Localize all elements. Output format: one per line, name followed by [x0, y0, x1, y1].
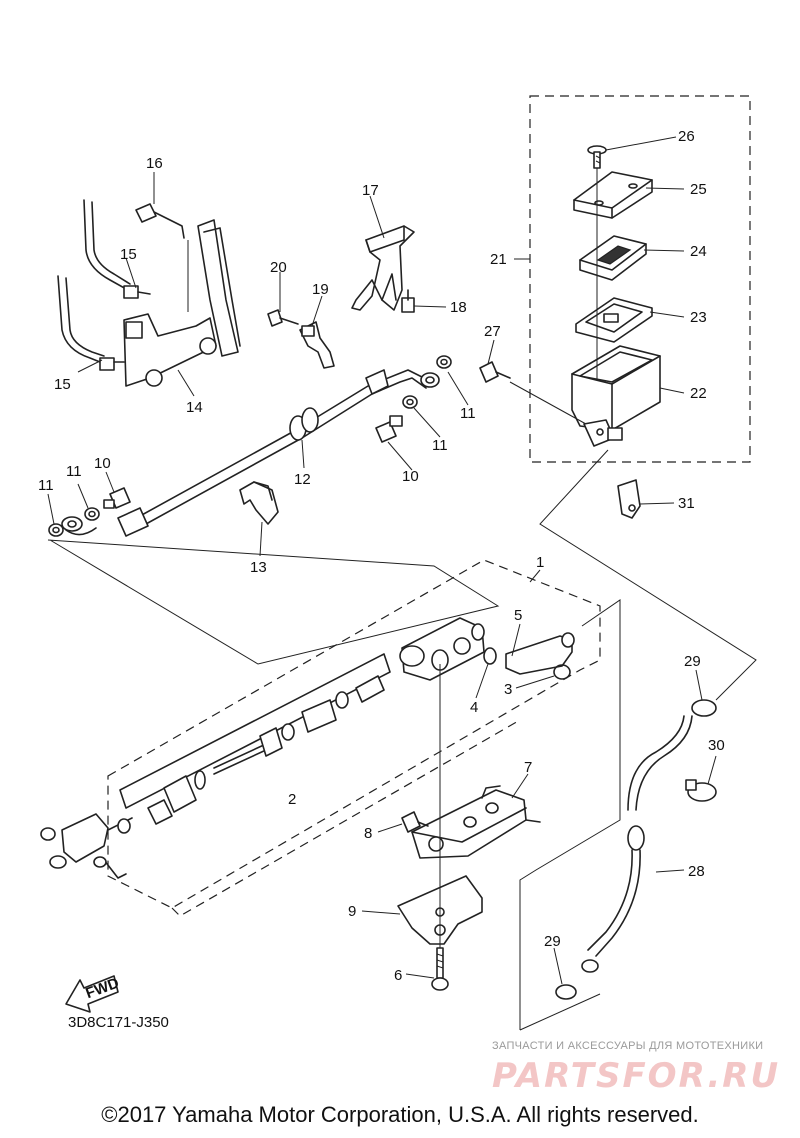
part-12-grommet: [289, 407, 319, 441]
brake-hose: [61, 369, 440, 537]
callout-2: 2: [288, 791, 296, 808]
part-19-bracket: [299, 321, 335, 369]
part-6-bolt: [431, 947, 449, 991]
part-20-bolt: [267, 309, 299, 327]
callout-15-lower: 15: [54, 376, 71, 393]
fwd-arrow-icon: FWD: [65, 975, 121, 1013]
callout-22: 22: [690, 385, 707, 402]
callout-23: 23: [690, 309, 707, 326]
callout-9: 9: [348, 903, 356, 920]
part-8-bolt: [401, 811, 429, 833]
part-13-clamp: [239, 481, 279, 525]
callout-7: 7: [524, 759, 532, 776]
callout-11-b: 11: [66, 463, 82, 480]
callout-25: 25: [690, 181, 707, 198]
part-17-clip: [351, 225, 415, 311]
part-7-bracket: [411, 785, 541, 859]
part-23-diaphragm: [575, 297, 653, 343]
callout-20: 20: [270, 259, 287, 276]
watermark-logo: PARTSFOR.RU: [492, 1056, 781, 1096]
callout-1: 1: [536, 554, 544, 571]
callout-29-lower: 29: [544, 933, 561, 950]
leader-lines: [47, 136, 717, 985]
part-28-hose: [581, 715, 693, 973]
part-4-oring: [483, 647, 497, 665]
part-30-clamp: [685, 779, 717, 802]
callout-11-d: 11: [432, 437, 448, 454]
hose-outline-left: [519, 599, 621, 1030]
part-11-washer-c: [436, 355, 452, 369]
callout-31: 31: [678, 495, 695, 512]
part-10-bolt-b: [375, 415, 403, 443]
group-box-edge: [171, 719, 521, 917]
watermark-text: ЗАПЧАСТИ И АКСЕССУАРЫ ДЛЯ МОТОТЕХНИКИ: [492, 1040, 764, 1052]
callout-4: 4: [470, 699, 478, 716]
part-11-washer-d: [402, 395, 418, 409]
callout-30: 30: [708, 737, 725, 754]
hose-routing-outline: [47, 539, 500, 665]
callout-16: 16: [146, 155, 163, 172]
callout-13: 13: [250, 559, 267, 576]
callout-18: 18: [450, 299, 467, 316]
reservoir-group-box: [529, 95, 751, 463]
part-29-clamp-upper: [691, 699, 717, 717]
part-15-cable-upper: [83, 199, 151, 299]
part-24-plate: [579, 235, 647, 281]
part-16-bolt: [135, 203, 189, 312]
callout-15-upper: 15: [120, 246, 137, 263]
part-29-clamp-lower: [555, 984, 577, 1000]
part-14-bracket: [123, 219, 241, 387]
part-26-screw: [587, 145, 607, 169]
part-15-cable-lower: [57, 275, 125, 371]
pushrod-clevis: [40, 813, 133, 879]
hose-routing-right: [539, 449, 757, 701]
callout-11-a: 11: [38, 477, 54, 494]
callout-26: 26: [678, 128, 695, 145]
callout-19: 19: [312, 281, 329, 298]
callout-11-c: 11: [460, 405, 476, 422]
part-2-kit: [119, 653, 391, 825]
callout-8: 8: [364, 825, 372, 842]
part-27-bolt: [479, 361, 587, 425]
callout-12: 12: [294, 471, 311, 488]
callout-14: 14: [186, 399, 203, 416]
part-3-circlip: [553, 664, 571, 680]
callout-24: 24: [690, 243, 707, 260]
callout-3: 3: [504, 681, 512, 698]
callout-17: 17: [362, 182, 379, 199]
diagram-code: 3D8C171-J350: [68, 1014, 169, 1031]
part-18-screw: [401, 289, 415, 313]
part-25-cap: [573, 171, 653, 219]
master-cylinder-group-box: [107, 559, 601, 909]
master-cylinder-body: [399, 617, 485, 681]
copyright-notice: ©2017 Yamaha Motor Corporation, U.S.A. A…: [101, 1102, 699, 1127]
callout-10-b: 10: [402, 468, 419, 485]
callout-28: 28: [688, 863, 705, 880]
part-22-reservoir: [571, 345, 661, 447]
part-31-clip: [617, 479, 641, 519]
hose-outline-bottom: [519, 993, 601, 1031]
callouts: 16 15 15 14 17 18 20 19 21 26 25 24 23 2…: [38, 128, 725, 984]
callout-27: 27: [484, 323, 501, 340]
callout-29-upper: 29: [684, 653, 701, 670]
callout-5: 5: [514, 607, 522, 624]
callout-21: 21: [490, 251, 507, 268]
part-11-washer-b: [84, 507, 100, 521]
part-5-fitting: [505, 632, 575, 675]
part-10-bolt-a: [103, 487, 131, 509]
callout-6: 6: [394, 967, 402, 984]
callout-10-a: 10: [94, 455, 111, 472]
part-11-washer-a: [48, 523, 64, 537]
